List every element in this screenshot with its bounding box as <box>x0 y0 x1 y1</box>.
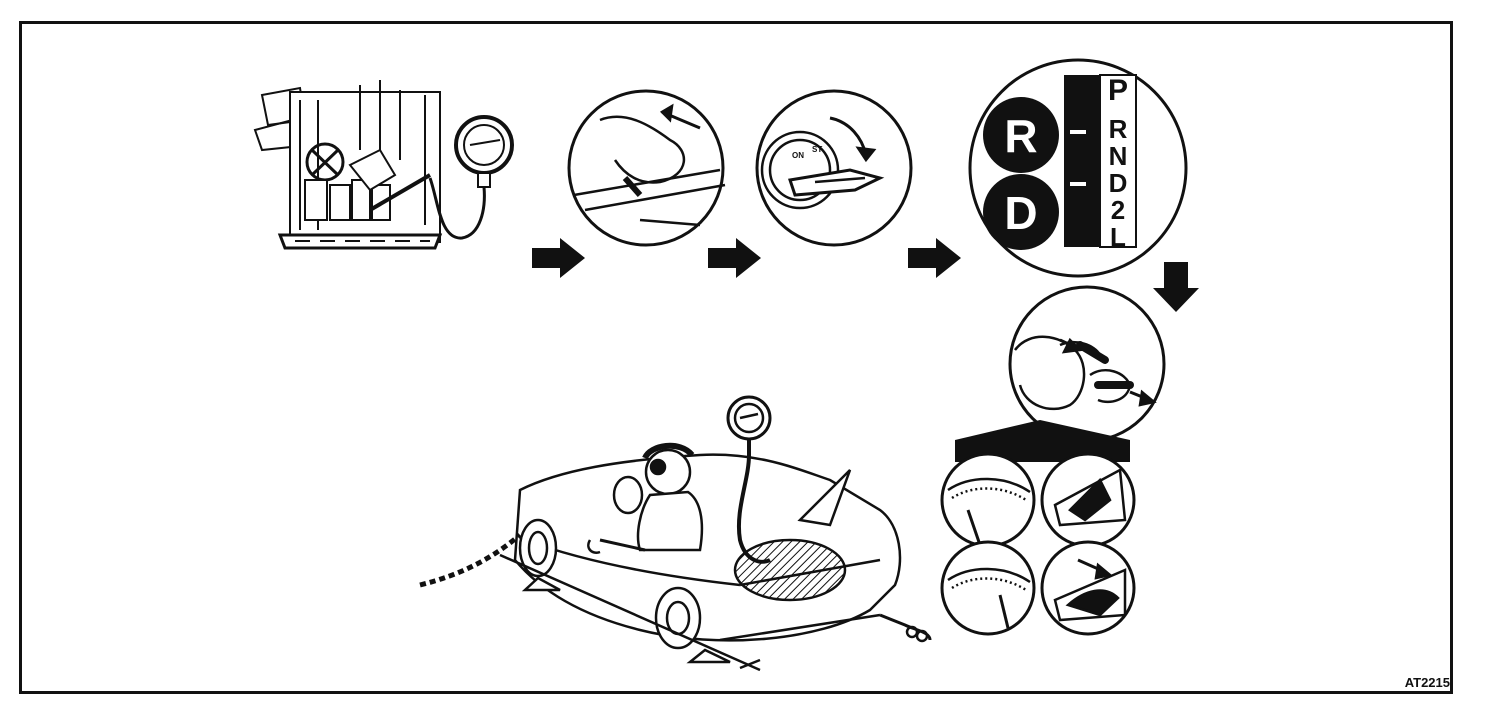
step-arrow-2 <box>708 238 761 278</box>
reverse-letter: R <box>1004 110 1037 162</box>
parking-brake-circle <box>567 89 726 247</box>
gear-l: L <box>1110 222 1126 252</box>
detail-connector <box>955 420 1130 462</box>
gear-n: N <box>1109 141 1128 171</box>
gear-2: 2 <box>1111 195 1125 225</box>
step-arrow-down <box>1153 262 1199 312</box>
brake-pedal-detail-top <box>1040 452 1136 548</box>
figure-code: AT2215 <box>1405 675 1450 690</box>
tachometer-detail-bottom <box>940 540 1036 636</box>
step-arrow-3 <box>908 238 961 278</box>
diagram-frame <box>19 21 1453 694</box>
ignition-start-label: ST <box>812 145 822 154</box>
pedal-feet-circle <box>1008 285 1166 443</box>
gear-d: D <box>1109 168 1128 198</box>
gear-scale <box>1099 74 1137 248</box>
shift-indicator-circle: R D P R N D 2 L <box>968 58 1188 278</box>
gear-p: P <box>1108 74 1128 107</box>
transmission-with-pressure-gauge <box>253 80 514 250</box>
step-arrow-1 <box>532 238 585 278</box>
car-stall-test-scene <box>419 395 932 672</box>
drive-indicator <box>983 174 1059 250</box>
drive-letter: D <box>1004 187 1037 239</box>
shift-marker-bar <box>1064 75 1100 247</box>
reverse-indicator <box>983 97 1059 173</box>
tachometer-detail-top <box>940 452 1036 548</box>
ignition-key-circle: ON ST <box>755 89 913 247</box>
ignition-on-label: ON <box>792 151 804 160</box>
gear-r: R <box>1109 114 1128 144</box>
accelerator-pedal-detail-bottom <box>1040 540 1136 636</box>
